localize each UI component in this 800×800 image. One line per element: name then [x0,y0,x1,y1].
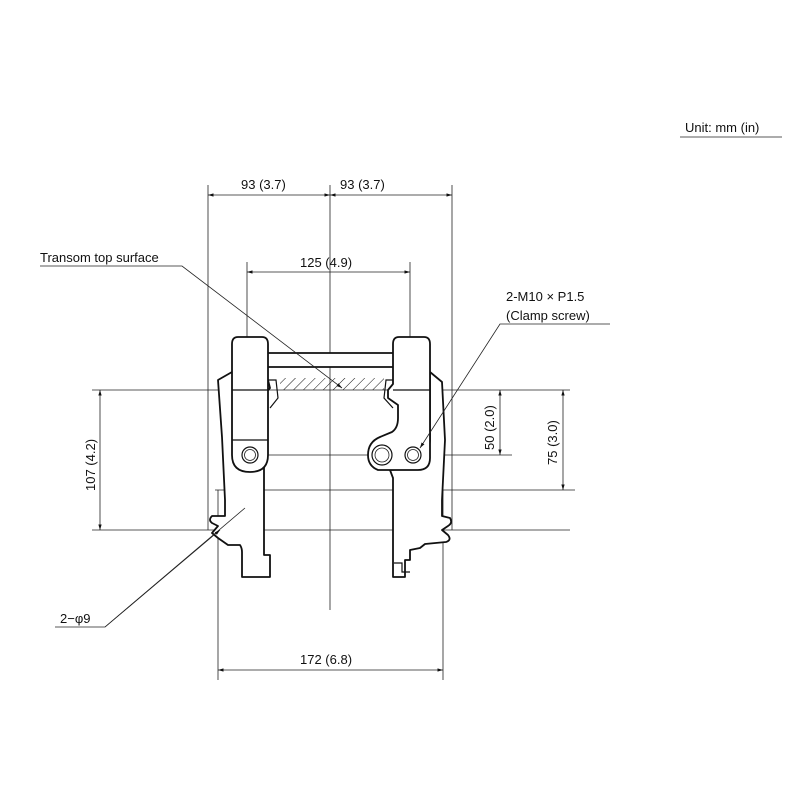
clamp-screw-hole [404,446,422,464]
dim-height-107: 107 (4.2) [83,439,98,491]
dim-height-75: 75 (3.0) [545,420,560,465]
dimension-lines [98,193,565,672]
callout-holes: 2−φ9 [60,611,90,626]
dim-left-half-width: 93 (3.7) [241,177,286,192]
dim-total-width: 172 (6.8) [300,652,352,667]
clamp-hole-large [371,444,393,466]
callout-transom-top-surface: Transom top surface [40,250,159,265]
dim-right-half-width: 93 (3.7) [340,177,385,192]
leader-lines [40,265,610,628]
transom-hatch [280,378,384,390]
dim-height-50: 50 (2.0) [482,405,497,450]
callout-clamp-screw-spec: 2-M10 × P1.5 [506,289,584,304]
dim-inner-width: 125 (4.9) [300,255,352,270]
mount-hole-left [241,446,259,464]
transom-bracket [209,336,453,578]
callout-clamp-screw-label: (Clamp screw) [506,308,590,323]
unit-label: Unit: mm (in) [685,120,759,135]
